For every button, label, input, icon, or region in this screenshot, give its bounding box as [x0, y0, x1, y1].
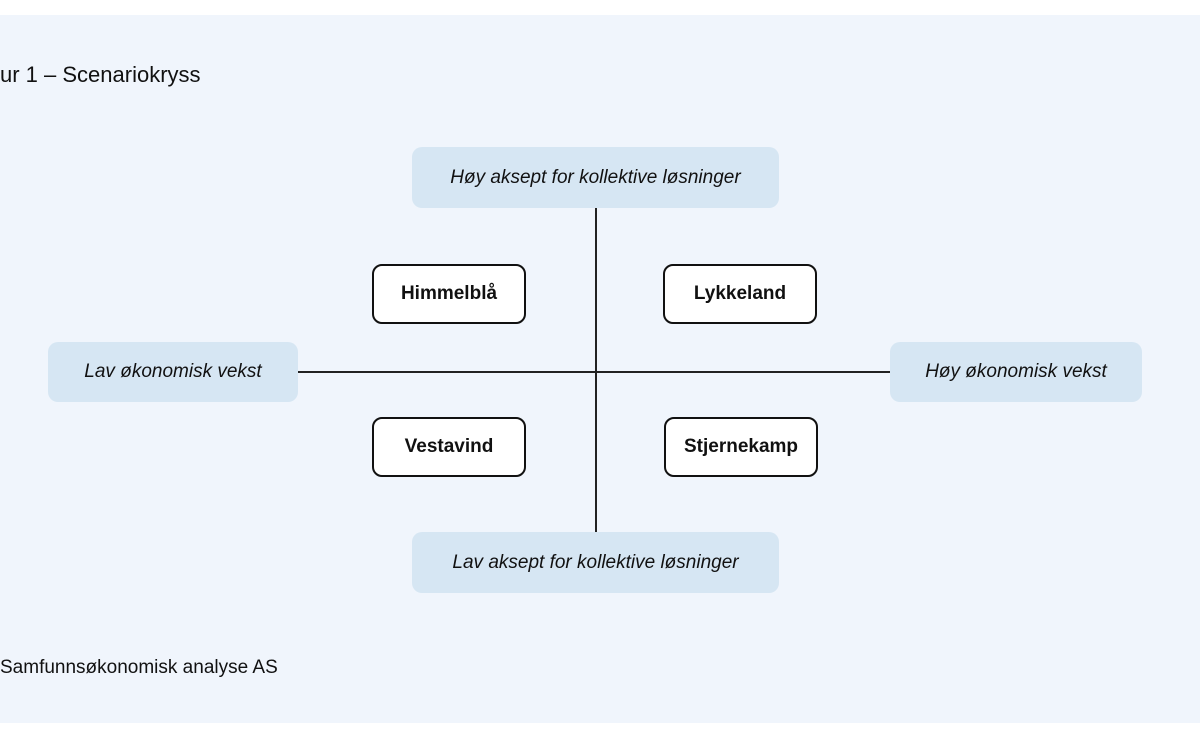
- vertical-axis-line: [595, 208, 597, 532]
- axis-label-bottom: Lav aksept for kollektive løsninger: [412, 532, 779, 593]
- scenario-himmelbla: Himmelblå: [372, 264, 526, 324]
- figure-title: ur 1 – Scenariokryss: [0, 62, 201, 87]
- figure-source: Samfunnsøkonomisk analyse AS: [0, 657, 278, 678]
- scenario-stjernekamp: Stjernekamp: [664, 417, 818, 477]
- horizontal-axis-line: [298, 371, 890, 373]
- scenario-vestavind: Vestavind: [372, 417, 526, 477]
- scenario-lykkeland: Lykkeland: [663, 264, 817, 324]
- axis-label-top: Høy aksept for kollektive løsninger: [412, 147, 779, 208]
- axis-label-left: Lav økonomisk vekst: [48, 342, 298, 402]
- axis-label-right: Høy økonomisk vekst: [890, 342, 1142, 402]
